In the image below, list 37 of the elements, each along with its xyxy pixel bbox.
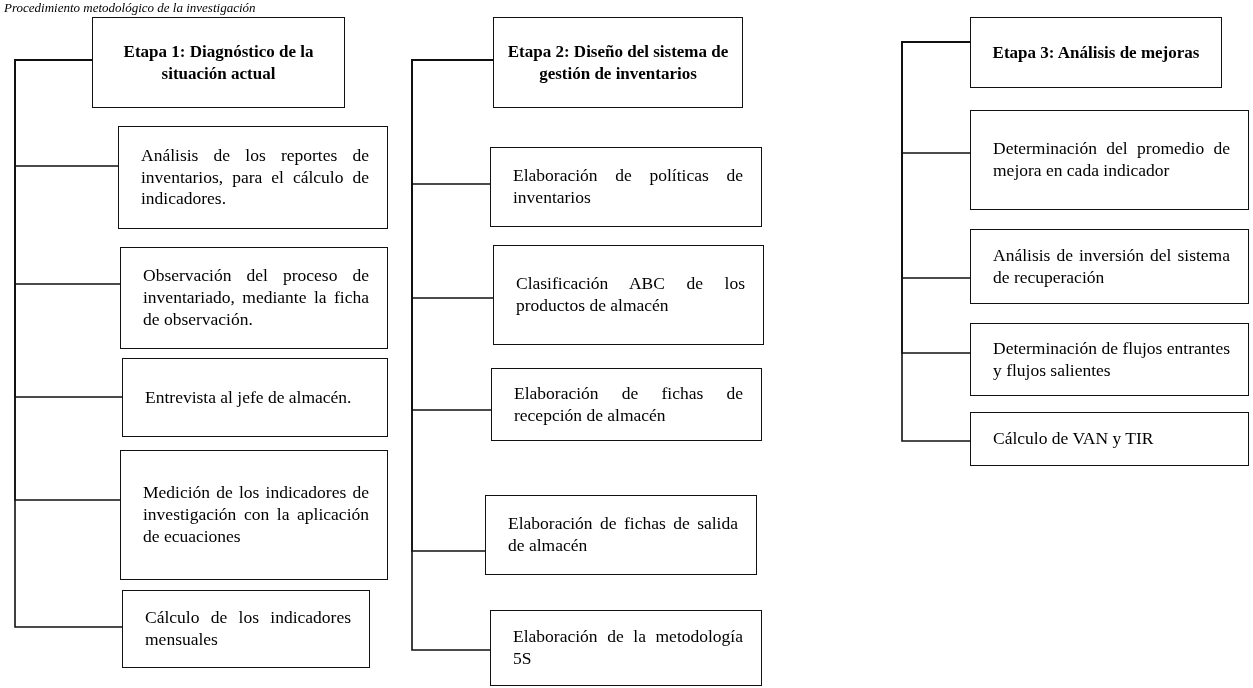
- task-box: [970, 229, 1249, 304]
- task-box: [120, 450, 388, 580]
- task-box: [493, 245, 764, 345]
- task-text: Entrevista al jefe de almacén.: [145, 386, 353, 409]
- stage-box: [92, 17, 345, 108]
- task-box: [122, 590, 370, 668]
- stage-box: [970, 17, 1222, 88]
- task-box: [118, 126, 388, 229]
- task-box: [970, 323, 1249, 396]
- task-text: Cálculo de VAN y TIR: [993, 428, 1155, 450]
- task-text: Elaboración de la metodología 5S: [513, 626, 743, 670]
- task-text: Determinación del promedio de mejora en cada indicador: [993, 138, 1230, 182]
- title: Procedimiento metodológico de la investigación: [4, 0, 256, 15]
- task-text: Medición de los indicadores de investigación con la aplicación de ecuaciones: [143, 482, 369, 548]
- task-box: [485, 495, 757, 575]
- task-box: [120, 247, 388, 349]
- stage-heading: Etapa 2: Diseño del sistema de gestión de inventarios: [506, 41, 730, 84]
- stage-box: [493, 17, 743, 108]
- connector-line: [14, 59, 123, 628]
- task-box: [970, 110, 1249, 210]
- stage-heading: Etapa 3: Análisis de mejoras: [991, 41, 1201, 64]
- task-text: Elaboración de fichas de recepción de almacén: [514, 382, 743, 427]
- task-box: [122, 358, 388, 437]
- task-text: Elaboración de políticas de inventarios: [513, 165, 743, 209]
- task-text: Cálculo de los indicadores mensuales: [145, 607, 351, 651]
- connector-line: [901, 41, 971, 442]
- task-text: Observación del proceso de inventariado, mediante la ficha de observación.: [143, 265, 369, 331]
- task-text: Elaboración de fichas de salida de almacén: [508, 513, 738, 557]
- stage-heading: Etapa 1: Diagnóstico de la situación actual: [122, 41, 315, 84]
- task-text: Clasificación ABC de los productos de almacén: [516, 273, 745, 317]
- task-text: Análisis de inversión del sistema de recuperación: [993, 244, 1230, 289]
- task-text: Determinación de flujos entrantes y flujos salientes: [993, 337, 1230, 382]
- task-box: [970, 412, 1249, 466]
- task-box: [491, 368, 762, 441]
- task-box: [490, 147, 762, 227]
- task-box: [490, 610, 762, 686]
- task-text: Análisis de los reportes de inventarios, para el cálculo de indicadores.: [141, 144, 369, 211]
